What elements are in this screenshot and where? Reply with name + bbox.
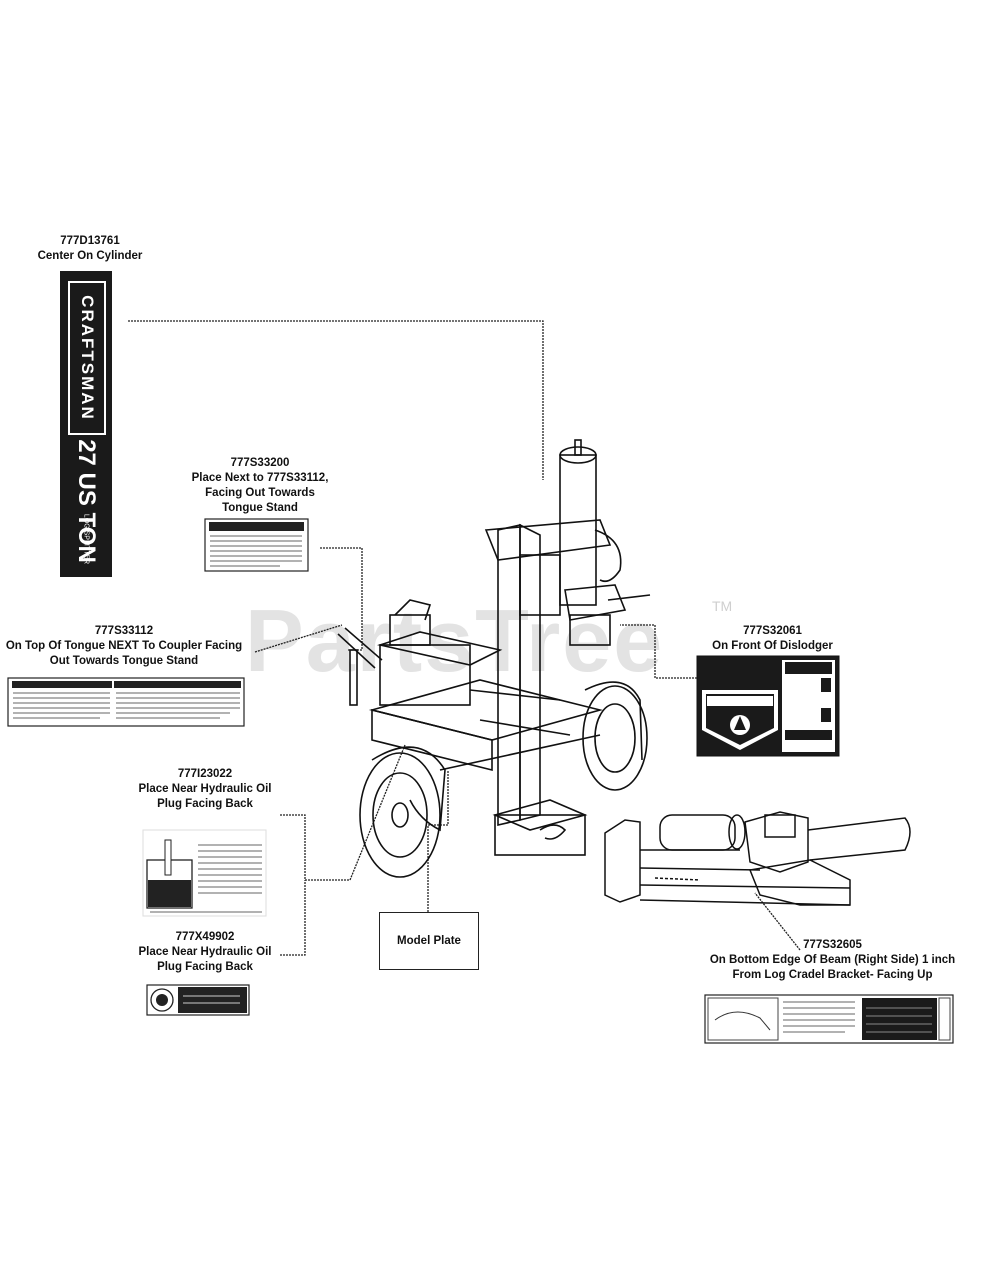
placement-note: From Log Cradel Bracket- Facing Up — [732, 969, 933, 981]
log-splitter-machine — [337, 439, 651, 878]
part-number: 777S32061 — [743, 625, 802, 637]
model-plate-box: Model Plate — [379, 912, 479, 970]
placement-note: On Bottom Edge Of Beam (Right Side) 1 in… — [709, 954, 956, 966]
label-777s32605: 777S32605 On Bottom Edge Of Beam (Right … — [680, 938, 985, 983]
leader-model-plate — [427, 770, 449, 912]
part-number: 777S32605 — [803, 939, 862, 951]
leader-i23022 — [280, 744, 406, 881]
model-plate-label: Model Plate — [397, 935, 461, 947]
placement-note: Center On Cylinder — [37, 250, 143, 262]
leader-s33112 — [254, 624, 343, 653]
beam-detail-drawing — [604, 811, 911, 906]
part-number: 777X49902 — [175, 931, 235, 943]
placement-note: Facing Out Towards — [205, 487, 315, 499]
craftsman-decal: CRAFTSMAN 27 US TON LOG SPLITTER — [60, 271, 112, 577]
placement-note: Place Near Hydraulic Oil — [138, 946, 272, 958]
label-777d13761: 777D13761 Center On Cylinder — [20, 234, 160, 264]
trademark-mark: TM — [712, 598, 733, 614]
label-777s32061: 777S32061 On Front Of Dislodger — [690, 624, 855, 654]
leader-s32061 — [620, 624, 697, 679]
control-decal-s32061 — [696, 655, 840, 757]
craftsman-brand-text: CRAFTSMAN — [78, 295, 97, 421]
part-number: 777I23022 — [177, 768, 233, 780]
watermark: PartsTree — [245, 591, 665, 690]
hydraulic-decal-i23022 — [142, 829, 267, 917]
part-number: 777D13761 — [60, 235, 120, 247]
leader-d13761 — [128, 320, 544, 480]
part-number: 777S33112 — [94, 625, 154, 637]
placement-note: Tongue Stand — [222, 502, 298, 514]
leader-s33200 — [320, 547, 363, 651]
label-777s33200: 777S33200 Place Next to 777S33112, Facin… — [170, 456, 350, 516]
craftsman-subtitle: LOG SPLITTER — [82, 513, 90, 565]
craftsman-logo-box: CRAFTSMAN — [68, 281, 106, 435]
placement-note: Plug Facing Back — [157, 798, 253, 810]
label-777x49902: 777X49902 Place Near Hydraulic Oil Plug … — [120, 930, 290, 975]
placement-note: On Front Of Dislodger — [712, 640, 833, 652]
placement-note: Plug Facing Back — [157, 961, 253, 973]
part-number: 777S33200 — [230, 457, 290, 469]
decal-x49902 — [146, 984, 250, 1016]
placement-note: Place Next to 777S33112, — [191, 472, 329, 484]
warning-decal-s33200 — [204, 518, 309, 572]
label-777s33112: 777S33112 On Top Of Tongue NEXT To Coupl… — [0, 624, 248, 669]
beam-decal-s32605 — [704, 994, 954, 1044]
leader-x49902 — [280, 880, 306, 956]
tongue-decal-s33112 — [7, 677, 245, 727]
placement-note: Out Towards Tongue Stand — [49, 655, 199, 667]
label-777i23022: 777I23022 Place Near Hydraulic Oil Plug … — [120, 767, 290, 812]
placement-note: On Top Of Tongue NEXT To Coupler Facing — [5, 640, 243, 652]
placement-note: Place Near Hydraulic Oil — [138, 783, 272, 795]
